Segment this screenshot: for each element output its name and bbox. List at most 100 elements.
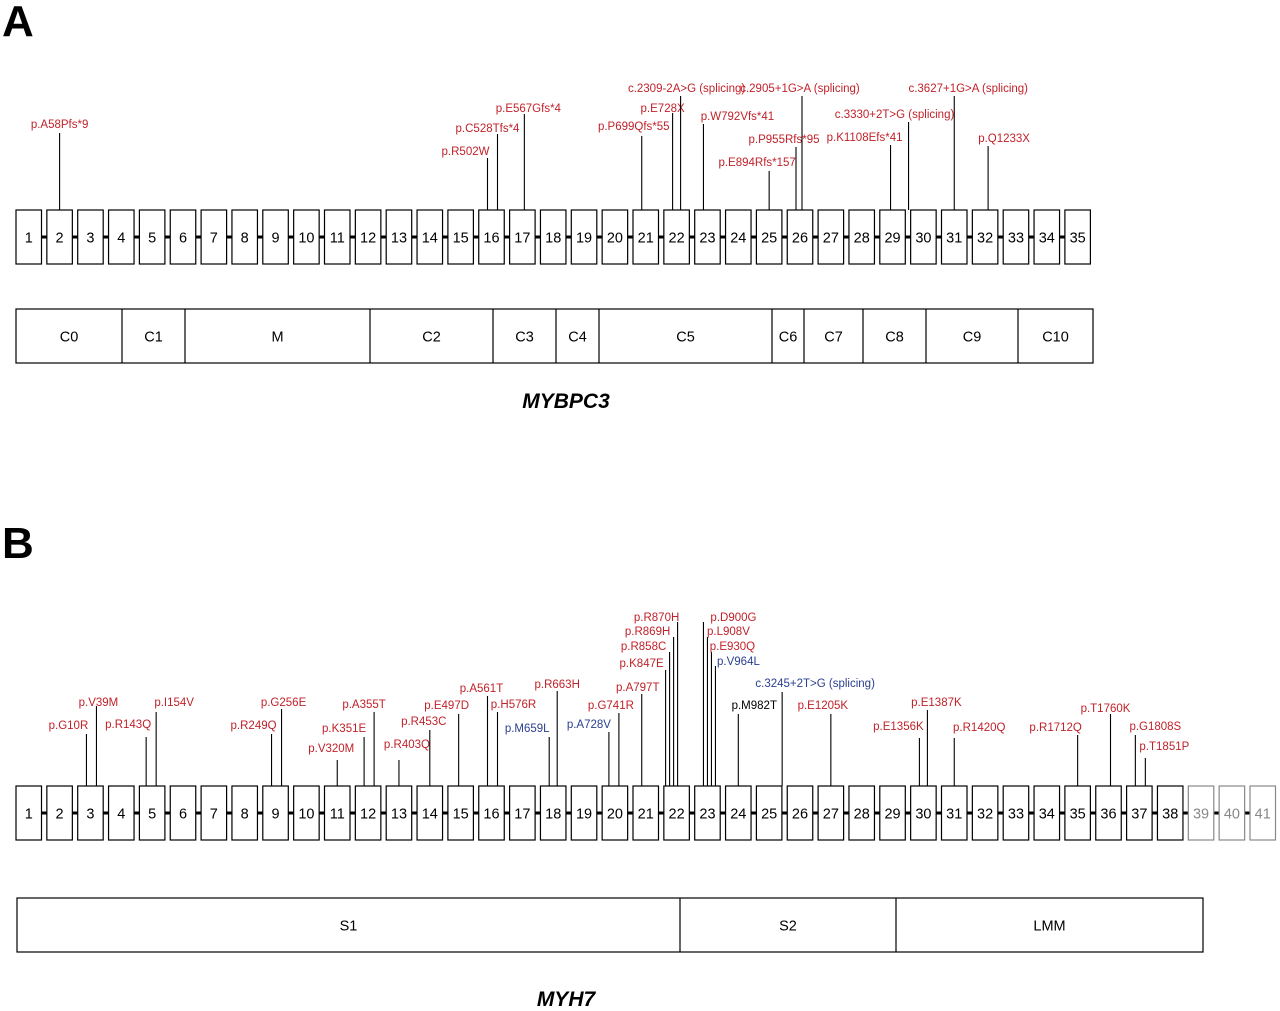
panel-a-exon-label: 28 [854,231,870,247]
panel-a-mutation-label: p.W792Vfs*41 [701,111,775,123]
panel-a-exon-29 [879,209,906,265]
panel-b-exon-label: 14 [422,807,438,823]
panel-a-exon-label: 21 [638,231,654,247]
panel-b-exon-22 [663,785,690,841]
panel-b-exon-label: 7 [210,807,218,823]
panel-b-mutation-label: p.R663H [535,679,580,691]
panel-a-exon-28 [848,209,876,265]
panel-b-exon-1 [15,785,43,841]
panel-b-exon-33 [1002,785,1030,841]
panel-b-mutation-label: p.E1387K [911,697,962,709]
panel-a-exon-20 [601,209,629,265]
panel-b-mutation-label: p.V320M [308,743,354,755]
panel-b-exon-12 [354,785,382,841]
panel-a-exon-label: 4 [117,231,125,247]
panel-b-mutation-label: p.T1851P [1139,741,1189,753]
panel-b-exon-label: 37 [1131,807,1147,823]
panel-b-exon-20 [601,785,629,841]
panel-b-exon-label: 20 [607,807,623,823]
panel-b-exon-8 [231,785,259,841]
panel-a-exon-label: 31 [946,231,962,247]
panel-b-exon-label: 36 [1100,807,1116,823]
panel-a-exon-label: 35 [1070,231,1086,247]
panel-a-domain-c5: C5 [676,330,695,346]
panel-a-mutation-label: p.R502W [442,146,490,158]
panel-a-domain-m: M [271,330,283,346]
panel-b-mutation-label: p.A728V [567,719,611,731]
panel-b-exon-label: 35 [1070,807,1086,823]
panel-b-exon-24 [724,785,752,841]
panel-a-mutation-label: p.C528Tfs*4 [456,123,521,135]
panel-b-mutation-label: p.V39M [79,697,119,709]
panel-a-exon-label: 8 [241,231,249,247]
panel-a-exon-25 [755,209,783,265]
panel-a-mutation-label: p.Q1233X [978,133,1030,145]
panel-a-exon-label: 7 [210,231,218,247]
panel-b-exon-label: 3 [86,807,94,823]
panel-b-exon-32 [971,785,999,841]
panel-a-domain-c3: C3 [515,330,534,346]
panel-a-exon-21 [632,209,660,265]
panel-b-mutation-label: p.G256E [261,697,307,709]
panel-a-exon-11 [323,209,351,265]
panel-a-exon-label: 15 [453,231,469,247]
panel-b-exon-label: 2 [56,807,64,823]
panel-a-domain-c2: C2 [422,330,441,346]
panel-a-exon-label: 22 [669,231,685,247]
panel-b-mutation-label: p.R858C [621,641,666,653]
panel-b-exon-37 [1125,785,1153,841]
panel-b-exon-label: 39 [1193,807,1209,823]
panel-a-exon-label: 3 [86,231,94,247]
panel-b-exon-label: 32 [977,807,993,823]
panel-b-mutation-label: p.T1760K [1081,703,1131,715]
panel-a-exon-label: 30 [915,231,931,247]
panel-b-exon-39 [1187,785,1215,841]
panel-a-exon-22 [663,209,690,265]
panel-a-exon-1 [15,209,43,265]
panel-b-exon-13 [385,785,413,841]
panel-a-exon-15 [447,209,474,265]
panel-b-exon-label: 29 [884,807,900,823]
panel-b-exon-34 [1033,785,1061,841]
panel-a-letter: A [2,0,34,46]
panel-a-exon-6 [169,209,197,265]
panel-b-exon-30 [910,785,937,841]
panel-a-exon-label: 34 [1039,231,1055,247]
panel-a-mutation-label: c.2309-2A>G (splicing) [628,83,745,95]
panel-a-domain-c8: C8 [885,330,904,346]
panel-a-exon-26 [786,209,814,265]
panel-b-mutation-label: p.D900G [710,612,756,624]
panel-a-domain-c4: C4 [568,330,587,346]
panel-a-mutation-label: p.P955Rfs*95 [749,134,820,146]
panel-b-mutation-label: p.E930Q [710,641,755,653]
panel-a-mutation-label: p.E894Rfs*157 [718,157,795,169]
panel-b-exon-label: 26 [792,807,808,823]
panel-b-exon-15 [447,785,474,841]
panel-b-exon-25 [755,785,783,841]
panel-b-exon-21 [632,785,660,841]
panel-a-mutation-label: p.A58Pfs*9 [31,119,89,131]
panel-b-exon-label: 22 [669,807,685,823]
panel-b-exon-41 [1249,785,1277,841]
panel-b-exon-label: 33 [1008,807,1024,823]
panel-b-mutation-label: p.R1712Q [1029,722,1081,734]
panel-b-exon-label: 1 [25,807,33,823]
panel-b-exon-label: 6 [179,807,187,823]
panel-b-mutation-label: p.R453C [401,716,446,728]
panel-b-mutation-label: p.A355T [342,699,385,711]
panel-b-exon-label: 34 [1039,807,1055,823]
panel-a-mutation-label: p.K1108Efs*41 [827,132,903,144]
panel-b-mutation-label: p.A561T [460,683,503,695]
panel-b-domain-s1: S1 [340,919,358,935]
panel-a-exon-19 [570,209,598,265]
panel-b-exon-label: 30 [915,807,931,823]
panel-a-domain-c7: C7 [824,330,843,346]
panel-a-exon-label: 9 [272,231,280,247]
panel-a-exon-17 [509,209,536,265]
panel-a-domain-c1: C1 [144,330,163,346]
panel-a-exon-16 [478,209,505,265]
panel-a-exon-label: 33 [1008,231,1024,247]
panel-b-exon-label: 4 [117,807,125,823]
